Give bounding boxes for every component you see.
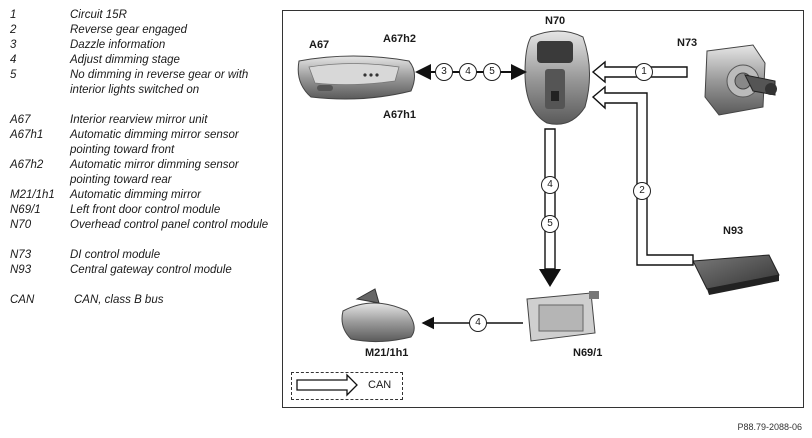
- label-a67h2: A67h2: [383, 33, 417, 45]
- signal-4-badge: 4: [541, 176, 559, 194]
- label-a67h1: A67h1: [383, 109, 417, 121]
- can-link-n93-n70: [591, 85, 694, 266]
- n70-overhead-module: [524, 30, 591, 125]
- signal-5-badge: 5: [541, 215, 559, 233]
- signal-4-badge: 4: [459, 63, 477, 81]
- n73-di-module: [704, 44, 777, 116]
- diagram-frame: A67 A67h2 A67h1 N70 N73 N93 N69/1 M21/1h…: [282, 10, 804, 408]
- signal-5-badge: 5: [483, 63, 501, 81]
- can-legend-label: CAN: [368, 379, 392, 391]
- label-n73: N73: [677, 37, 698, 49]
- m21-1h1-door-mirror: [341, 288, 415, 343]
- diagram-graphics: [296, 30, 780, 397]
- label-n70: N70: [545, 15, 566, 27]
- label-a67: A67: [309, 39, 330, 51]
- figure-code: P88.79-2088-06: [737, 422, 802, 432]
- signal-3-badge: 3: [435, 63, 453, 81]
- label-n93: N93: [723, 225, 744, 237]
- can-legend-box: CAN: [291, 372, 403, 400]
- can-legend-arrow: [296, 373, 358, 397]
- n93-gateway-module: [692, 254, 780, 295]
- a67-mirror-unit: [297, 55, 415, 100]
- can-link-n70-n69-1: [539, 128, 561, 287]
- signal-1-badge: 1: [635, 63, 653, 81]
- label-n69-1: N69/1: [573, 347, 603, 359]
- signal-4-badge: 4: [469, 314, 487, 332]
- label-m21-1h1: M21/1h1: [365, 347, 409, 359]
- n69-1-door-module: [526, 291, 599, 342]
- signal-2-badge: 2: [633, 182, 651, 200]
